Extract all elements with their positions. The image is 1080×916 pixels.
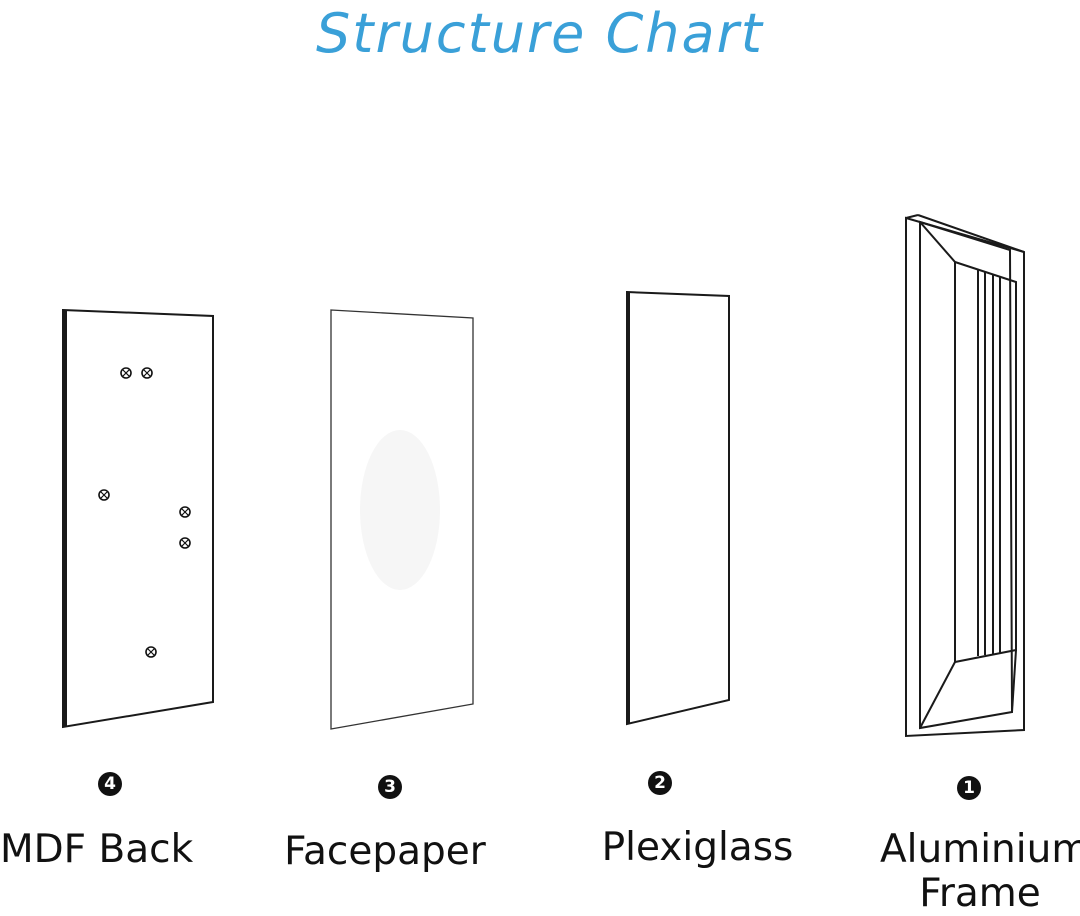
screw-icon	[179, 537, 191, 549]
component-label-aluminium-frame: Aluminium Frame	[880, 827, 1080, 916]
screw-icon	[179, 506, 191, 518]
component-number-1: 1	[957, 776, 981, 800]
component-label-mdf-back: MDF Back	[0, 827, 194, 872]
mdf-back-panel	[62, 308, 214, 729]
component-label-plexiglass: Plexiglass	[601, 825, 794, 870]
diagram-title: Structure Chart	[316, 2, 764, 65]
screw-icon	[98, 489, 110, 501]
component-number-4: 4	[98, 772, 122, 796]
component-label-facepaper: Facepaper	[284, 829, 486, 874]
screw-icon	[141, 367, 153, 379]
screw-icon	[120, 367, 132, 379]
component-number-2: 2	[648, 771, 672, 795]
facepaper-sheet	[330, 309, 474, 730]
screw-icon	[145, 646, 157, 658]
component-number-3: 3	[378, 775, 402, 799]
aluminium-frame	[905, 214, 1025, 738]
plexiglass-sheet	[626, 290, 730, 726]
